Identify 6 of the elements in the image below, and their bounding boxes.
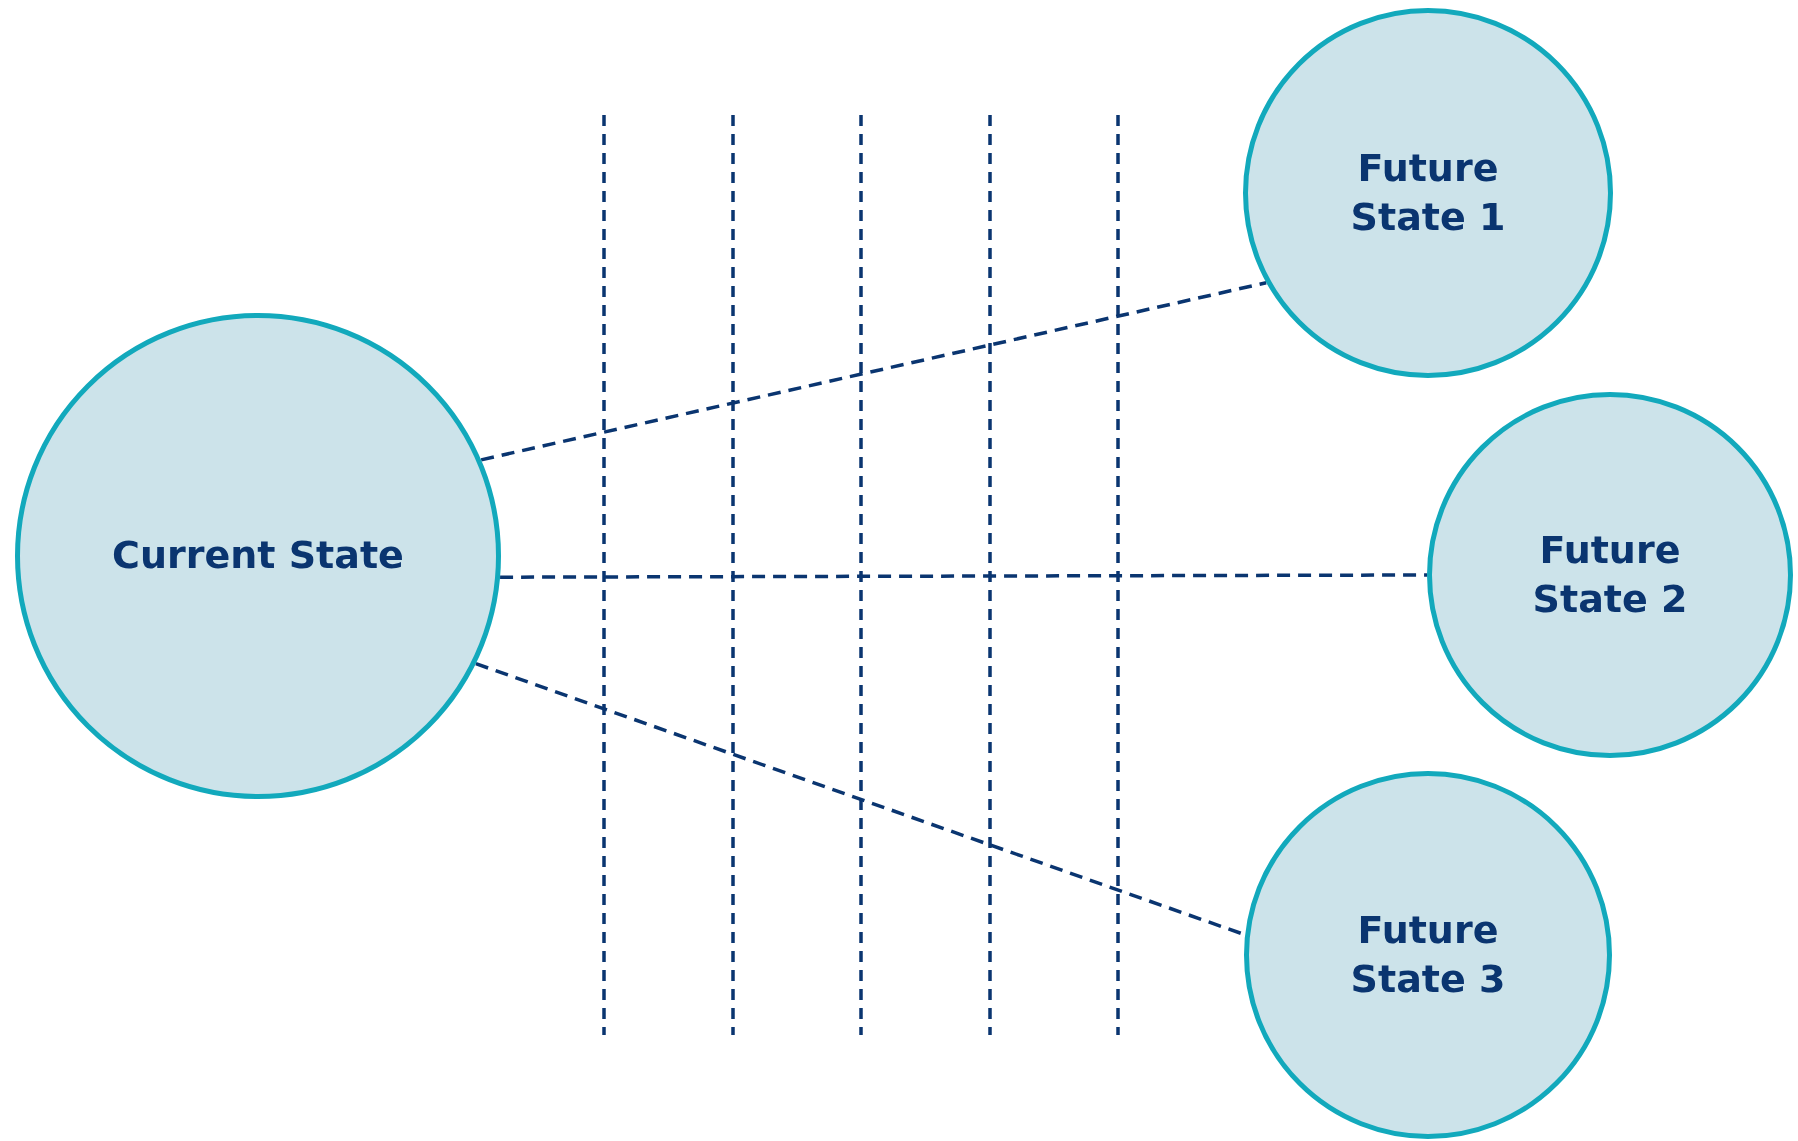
dashed-connector [480,281,1267,462]
state-label: Future State 3 [1349,906,1507,1003]
state-label: Current State [112,532,404,580]
state-label: Future State 2 [1531,526,1689,623]
state-label: Future State 1 [1349,144,1507,241]
dashed-connector [500,573,1427,579]
